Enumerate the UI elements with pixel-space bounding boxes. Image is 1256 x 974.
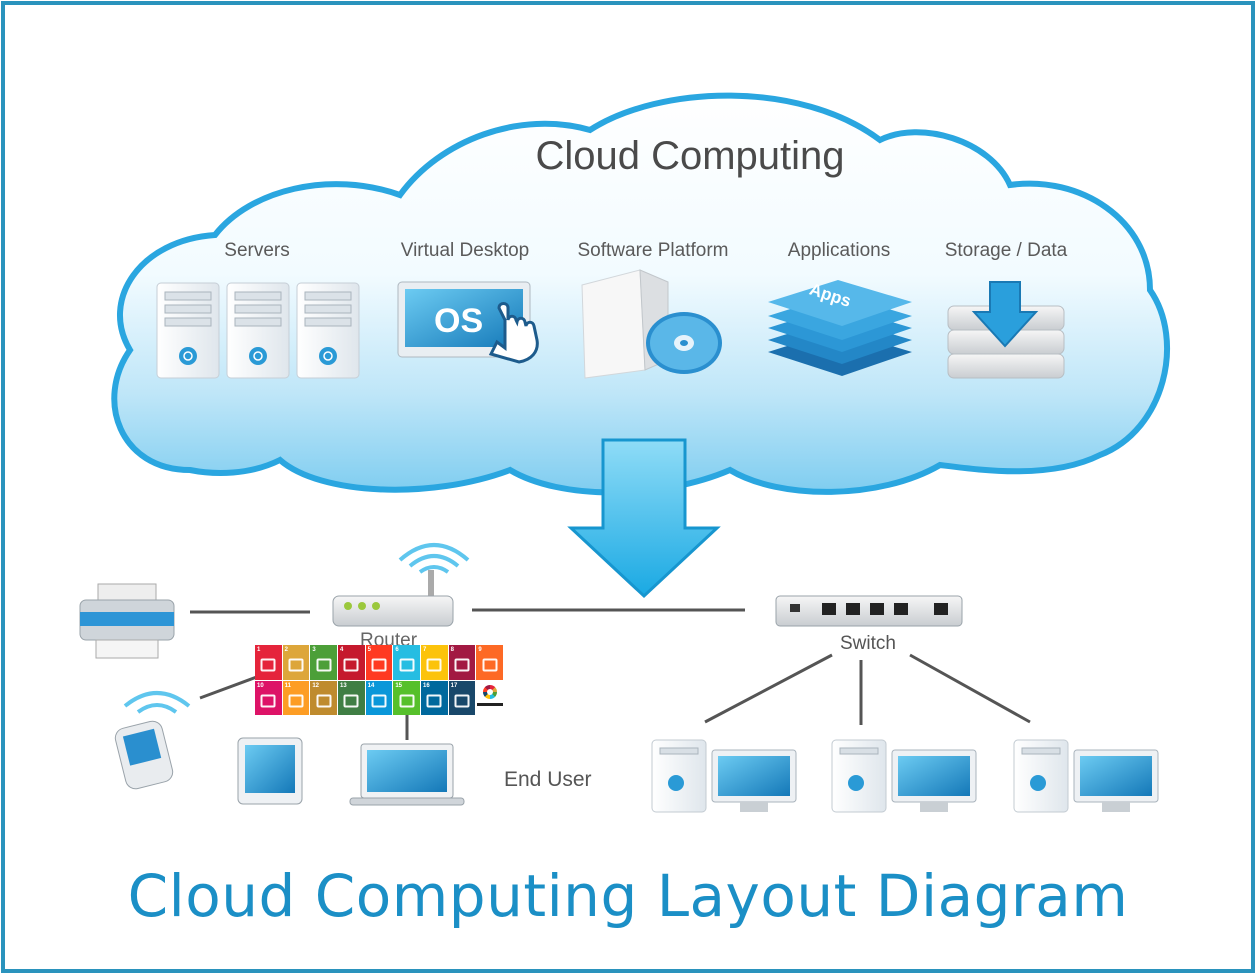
- sdg-tile-number: 15: [395, 682, 403, 689]
- tablet-device-icon: [237, 737, 303, 805]
- sdg-tile-number: 9: [478, 647, 482, 653]
- switch-icon: [775, 595, 963, 627]
- sdg-goal-icon: [454, 694, 470, 707]
- sdg-goal-icon: [316, 694, 332, 707]
- desktop-computer-1-icon: [651, 739, 797, 813]
- sdg-goal-icon: [343, 694, 359, 707]
- sdg-tile-8: 8: [448, 645, 476, 680]
- sdg-goal-icon: [482, 658, 498, 672]
- sdg-goal-icon: [288, 694, 304, 707]
- sdg-tile-15: 15: [393, 680, 420, 715]
- laptop-device-icon: [349, 743, 465, 806]
- sdg-tile-number: 3: [312, 647, 316, 653]
- sdg-goal-icon: [426, 694, 442, 707]
- sdg-goal-icon: [260, 694, 276, 707]
- sdg-tile-17: 17: [448, 680, 476, 715]
- sdg-goal-icon: [426, 658, 442, 672]
- category-software-platform-label: Software Platform: [577, 240, 729, 261]
- sdg-tile-number: 13: [339, 682, 347, 689]
- sdg-tile-number: 14: [367, 682, 375, 689]
- sdg-tile-number: 16: [422, 682, 430, 689]
- category-servers-label: Servers: [224, 240, 290, 261]
- diagram-title: Cloud Computing Layout Diagram: [127, 862, 1129, 930]
- sdg-tile-number: 12: [312, 682, 320, 689]
- sdg-tile-number: 8: [450, 647, 454, 653]
- global-goals-logo-icon: [476, 680, 503, 715]
- virtual-desktop-icon: [397, 281, 539, 364]
- sdg-tile-2: 2: [282, 645, 310, 680]
- sdg-tile-number: 4: [339, 647, 344, 653]
- sdg-tile-1: 1: [255, 645, 282, 680]
- sdg-tile-number: 1: [257, 647, 261, 653]
- end-user-label: End User: [504, 768, 592, 791]
- sdg-tile-number: 5: [367, 647, 371, 653]
- sdg-tile-number: 10: [257, 682, 264, 689]
- sdg-tile-number: 6: [395, 647, 399, 653]
- sdg-goal-icon: [399, 694, 415, 707]
- router-icon: [332, 543, 470, 627]
- desktop-computer-2-icon: [831, 739, 977, 813]
- sdg-goal-icon: [454, 658, 470, 672]
- os-screen-text: OS: [434, 302, 483, 340]
- cloud-title: Cloud Computing: [535, 134, 845, 178]
- software-platform-icon: [581, 269, 722, 379]
- sdg-goal-icon: [260, 658, 276, 672]
- sdg-tile-3: 3: [310, 645, 337, 680]
- mobile-device-icon: [114, 691, 191, 790]
- sdg-goal-icon: [399, 658, 415, 672]
- sdg-goal-icon: [343, 658, 359, 672]
- sdg-tile-5: 5: [365, 645, 393, 680]
- sdg-goal-icon: [316, 658, 332, 672]
- switch-label: Switch: [840, 633, 896, 654]
- sdg-tile-number: 11: [284, 682, 291, 689]
- desktop-computer-3-icon: [1013, 739, 1159, 813]
- sdg-tile-10: 10: [255, 680, 282, 715]
- sdg-tile-12: 12: [310, 680, 337, 715]
- sdg-goal-icon: [371, 694, 387, 707]
- servers-icon: [156, 282, 360, 379]
- sdg-tile-16: 16: [420, 680, 448, 715]
- sdg-tile-9: 9: [476, 645, 503, 680]
- down-arrow-icon: [567, 438, 721, 599]
- sdg-tile-number: 7: [422, 647, 427, 653]
- category-storage-data-label: Storage / Data: [944, 240, 1068, 261]
- sdg-tile-number: 2: [284, 647, 288, 653]
- sdg-tile-4: 4: [337, 645, 365, 680]
- sdg-goal-icon: [371, 658, 387, 672]
- applications-stack-icon: [768, 280, 912, 376]
- category-virtual-desktop-label: Virtual Desktop: [400, 240, 530, 261]
- network-links: [190, 608, 1031, 740]
- sdg-tile-13: 13: [337, 680, 365, 715]
- sdg-tile-14: 14: [365, 680, 393, 715]
- sdg-goal-icon: [288, 658, 304, 672]
- sdg-tile-number: 17: [450, 682, 458, 689]
- storage-data-icon: [947, 281, 1065, 379]
- sdg-tile-7: 7: [420, 645, 448, 680]
- sdg-tile-11: 11: [282, 680, 310, 715]
- category-applications-label: Applications: [787, 240, 891, 261]
- sdg-tile-6: 6: [393, 645, 420, 680]
- printer-icon: [79, 583, 175, 659]
